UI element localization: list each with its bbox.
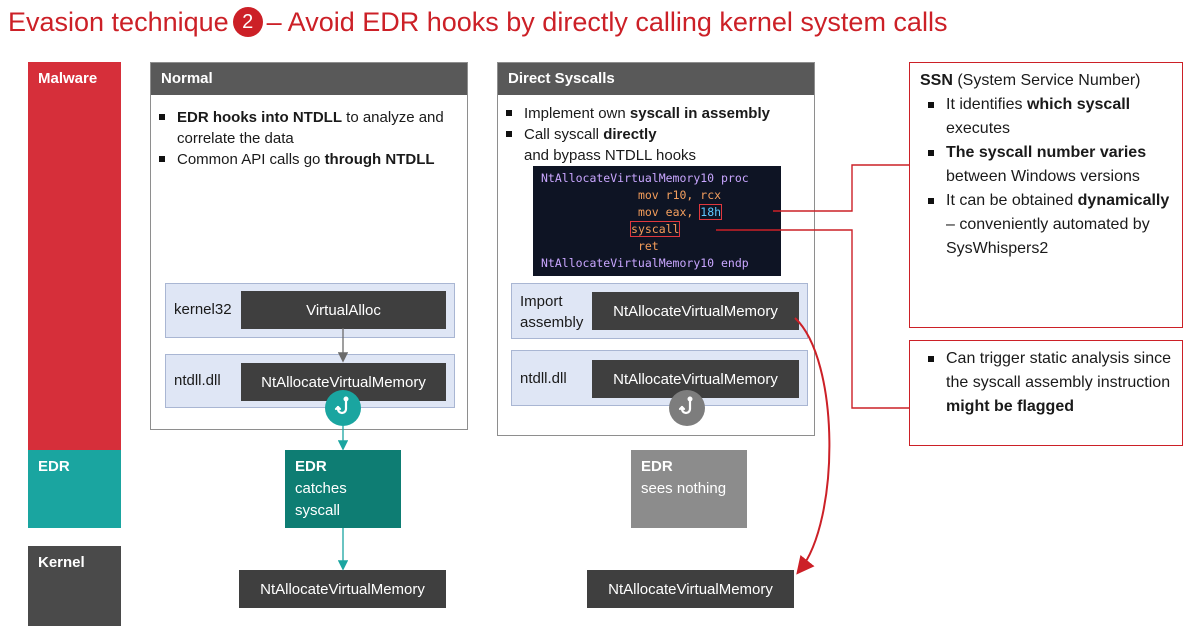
import-function-box: NtAllocateVirtualMemory (592, 292, 799, 330)
technique-number-badge: 2 (232, 6, 263, 37)
syscall-instruction-highlight: syscall (630, 221, 681, 237)
virtualalloc-function-box: VirtualAlloc (241, 291, 446, 329)
edr-band: EDR (28, 450, 121, 528)
ntdll-function-box: NtAllocateVirtualMemory (241, 363, 446, 401)
ssn-info-box: SSN (System Service Number) It identifie… (909, 62, 1183, 328)
title-suffix: – Avoid EDR hooks by directly calling ke… (266, 7, 948, 37)
normal-bullets: EDR hooks into NTDLL to analyze and corr… (151, 107, 467, 170)
static-bullet: Can trigger static analysis since the sy… (920, 347, 1172, 419)
malware-band: Malware (28, 62, 121, 458)
direct-panel-header: Direct Syscalls (498, 63, 814, 95)
direct-ntdll-label: ntdll.dll (520, 370, 567, 387)
malware-band-label: Malware (38, 70, 98, 87)
kernel-band: Kernel (28, 546, 121, 626)
kernel-band-label: Kernel (38, 554, 85, 571)
normal-kernel-function-box: NtAllocateVirtualMemory (239, 570, 446, 608)
normal-ntdll-layer: ntdll.dll NtAllocateVirtualMemory (165, 354, 455, 408)
direct-ntdll-layer: ntdll.dll NtAllocateVirtualMemory (511, 350, 808, 406)
normal-panel-header: Normal (151, 63, 467, 95)
ssn-bullet: It can be obtained dynamically – conveni… (920, 189, 1172, 261)
direct-kernel-function-box: NtAllocateVirtualMemory (587, 570, 794, 608)
ssn-title: SSN (System Service Number) (920, 72, 1141, 89)
direct-bullet: Implement own syscall in assembly (498, 103, 814, 124)
static-bullets: Can trigger static analysis since the sy… (920, 347, 1172, 419)
assembly-code-block: NtAllocateVirtualMemory10 proc mov r10, … (533, 166, 781, 276)
normal-bullet: Common API calls go through NTDLL (151, 149, 461, 170)
ssn-value-highlight: 18h (699, 204, 723, 220)
ntdll-label: ntdll.dll (174, 372, 221, 389)
hook-icon (325, 390, 361, 426)
kernel32-label: kernel32 (174, 301, 232, 318)
normal-bullet: EDR hooks into NTDLL to analyze and corr… (151, 107, 461, 149)
title-prefix: Evasion technique (8, 7, 229, 37)
edr-band-label: EDR (38, 458, 70, 475)
kernel32-layer: kernel32 VirtualAlloc (165, 283, 455, 338)
direct-bullets: Implement own syscall in assembly Call s… (498, 103, 814, 166)
bypassed-hook-icon (669, 390, 705, 426)
static-analysis-box: Can trigger static analysis since the sy… (909, 340, 1183, 446)
